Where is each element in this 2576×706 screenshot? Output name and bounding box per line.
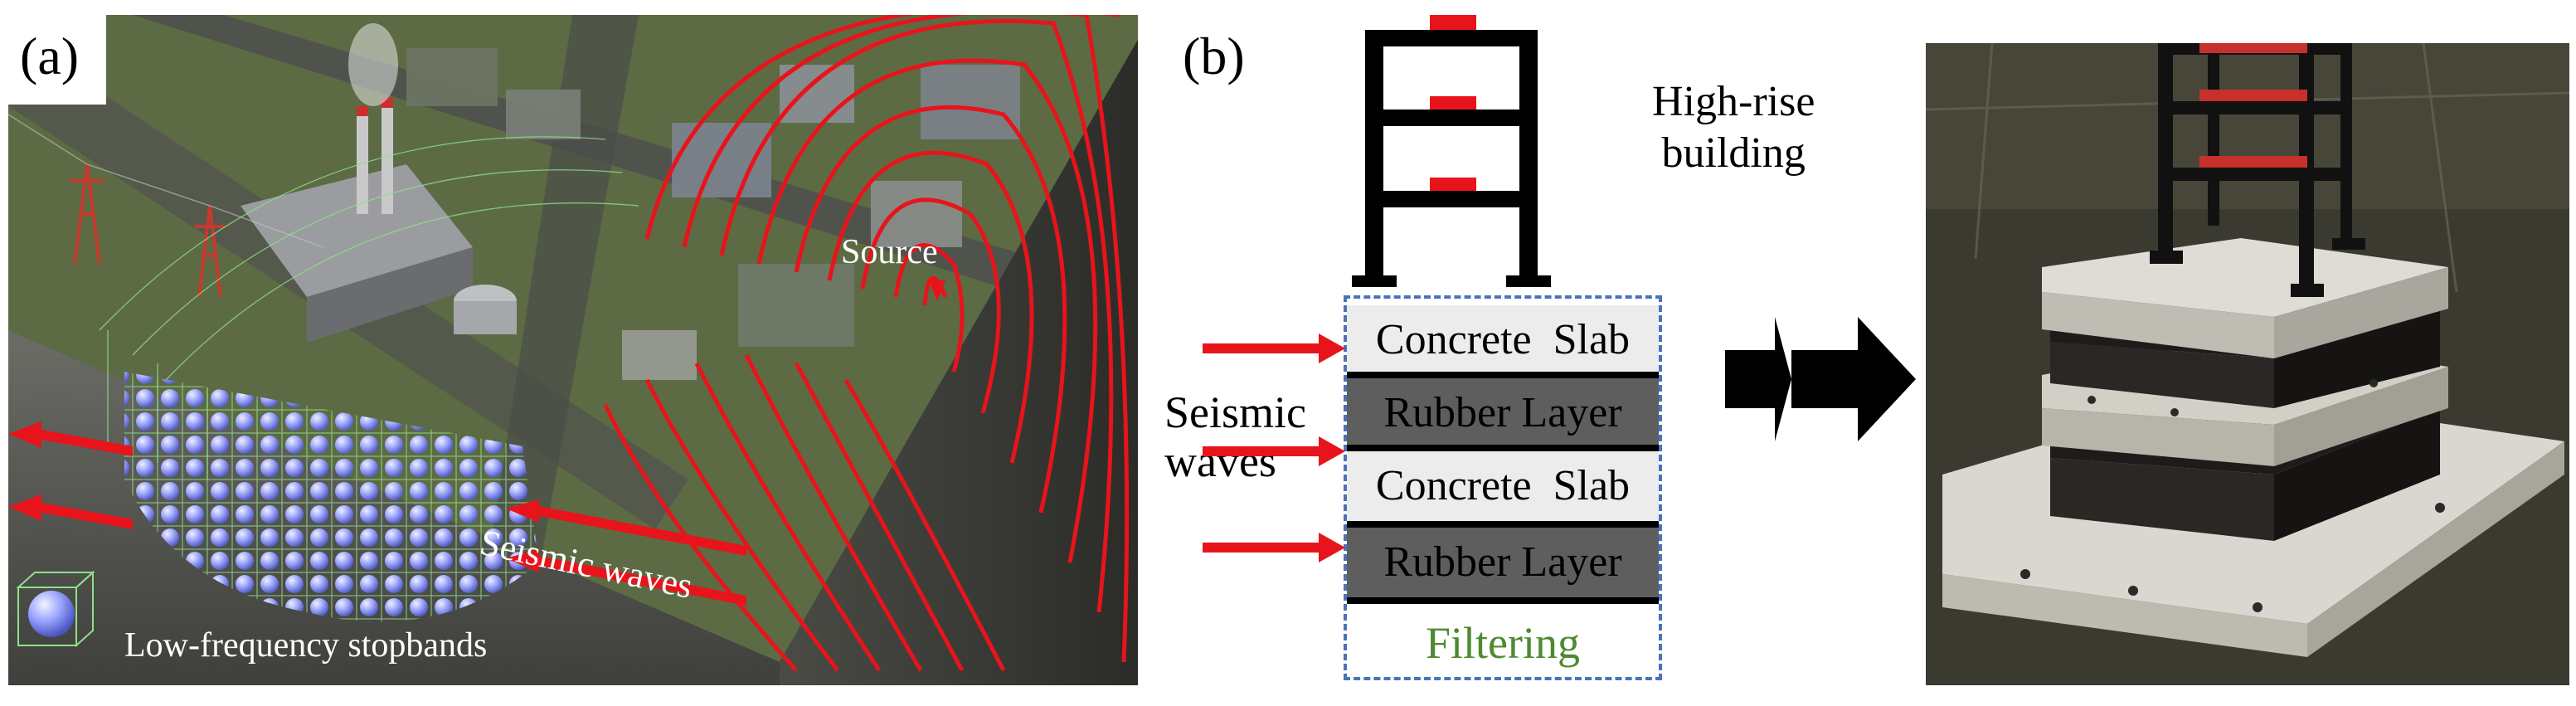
layer-label: Concrete Slab — [1375, 316, 1631, 363]
stopbands-label: Low-frequency stopbands — [124, 626, 488, 665]
city-blocks — [406, 48, 1020, 380]
big-arrow — [1725, 317, 1791, 441]
panel-a-scene — [8, 15, 1138, 685]
layer-label: Concrete Slab — [1375, 462, 1631, 509]
layer-divider — [1347, 372, 1659, 378]
floor-masses — [1430, 15, 1476, 191]
sphere-array — [124, 372, 539, 622]
panel-b-label: (b) — [1183, 27, 1245, 85]
layer-divider — [1347, 445, 1659, 451]
building-label: High-rise building — [1652, 76, 1815, 180]
panel-a-label: (a) — [20, 27, 80, 85]
photo-scene — [1926, 43, 2569, 685]
panel-b-isolation-diagram: (b) High-rise building Concrete Slab Rub… — [1145, 0, 1815, 706]
layer-concrete-2: Concrete Slab — [1347, 451, 1659, 521]
big-arrow-head — [1791, 317, 1916, 441]
panel-a-seismic-metabarrier-illustration: (a) Source Seismic waves Low-frequency s… — [8, 15, 1138, 685]
filtering-label: Filtering — [1426, 618, 1580, 668]
seismic-wave-fronts — [603, 15, 1130, 672]
stopband-legend-icon — [16, 570, 95, 648]
filter-box: Concrete Slab Rubber Layer Concrete Slab… — [1344, 295, 1662, 680]
building-frame — [1352, 15, 1551, 287]
source-label: Source — [841, 233, 938, 271]
source-marker — [929, 280, 945, 301]
building-label-line2: building — [1661, 129, 1806, 178]
layer-label: Rubber Layer — [1383, 538, 1622, 586]
transmitted-wave-arrows — [8, 421, 133, 529]
seismic-label-line2: waves — [1164, 436, 1276, 487]
seismic-waves-side-label: Seismic waves — [1164, 387, 1306, 487]
incident-arrows — [1203, 334, 1345, 562]
layer-concrete-1: Concrete Slab — [1347, 305, 1659, 372]
factory — [241, 23, 517, 343]
panel-a-label-box — [8, 15, 106, 105]
seismic-label-line1: Seismic — [1164, 387, 1306, 437]
layer-divider — [1347, 597, 1659, 604]
panel-c-test-photo — [1926, 43, 2569, 685]
layer-divider — [1347, 521, 1659, 528]
layer-rubber-1: Rubber Layer — [1347, 378, 1659, 445]
incident-wave-arrows — [506, 499, 746, 606]
layer-label: Rubber Layer — [1383, 389, 1622, 436]
building-label-line1: High-rise — [1652, 78, 1815, 125]
layer-rubber-2: Rubber Layer — [1347, 528, 1659, 597]
